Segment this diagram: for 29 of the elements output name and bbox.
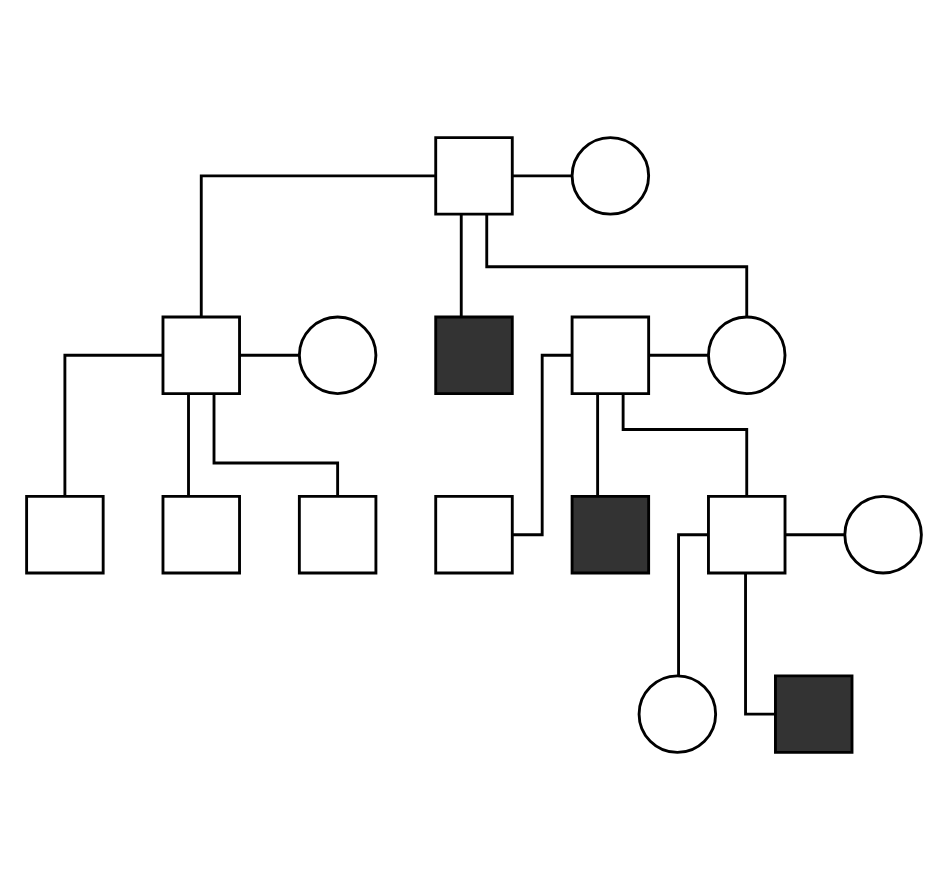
node-square bbox=[161, 314, 241, 394]
node-circle bbox=[707, 314, 787, 394]
node-shaded-square bbox=[774, 673, 854, 753]
connector bbox=[187, 393, 190, 495]
connector bbox=[621, 393, 749, 496]
node-shaded-square bbox=[570, 494, 651, 574]
node-square bbox=[570, 314, 651, 394]
node-square bbox=[297, 494, 378, 574]
connector bbox=[485, 213, 749, 316]
node-circle bbox=[843, 494, 923, 574]
connector bbox=[785, 532, 845, 536]
connector bbox=[649, 352, 709, 356]
node-square bbox=[434, 494, 514, 574]
connector bbox=[63, 352, 163, 495]
node-circle bbox=[570, 135, 651, 215]
connector bbox=[459, 213, 463, 316]
connector bbox=[199, 173, 435, 316]
node-shaded-square bbox=[434, 314, 514, 394]
node-square bbox=[25, 494, 105, 574]
node-square bbox=[707, 494, 787, 574]
connector bbox=[596, 393, 600, 495]
connector bbox=[239, 352, 300, 356]
node-circle bbox=[637, 673, 718, 753]
connector bbox=[677, 532, 708, 675]
connector bbox=[512, 173, 573, 177]
node-square bbox=[434, 135, 514, 215]
node-circle bbox=[297, 314, 378, 394]
connector bbox=[212, 393, 340, 496]
node-square bbox=[161, 494, 241, 574]
